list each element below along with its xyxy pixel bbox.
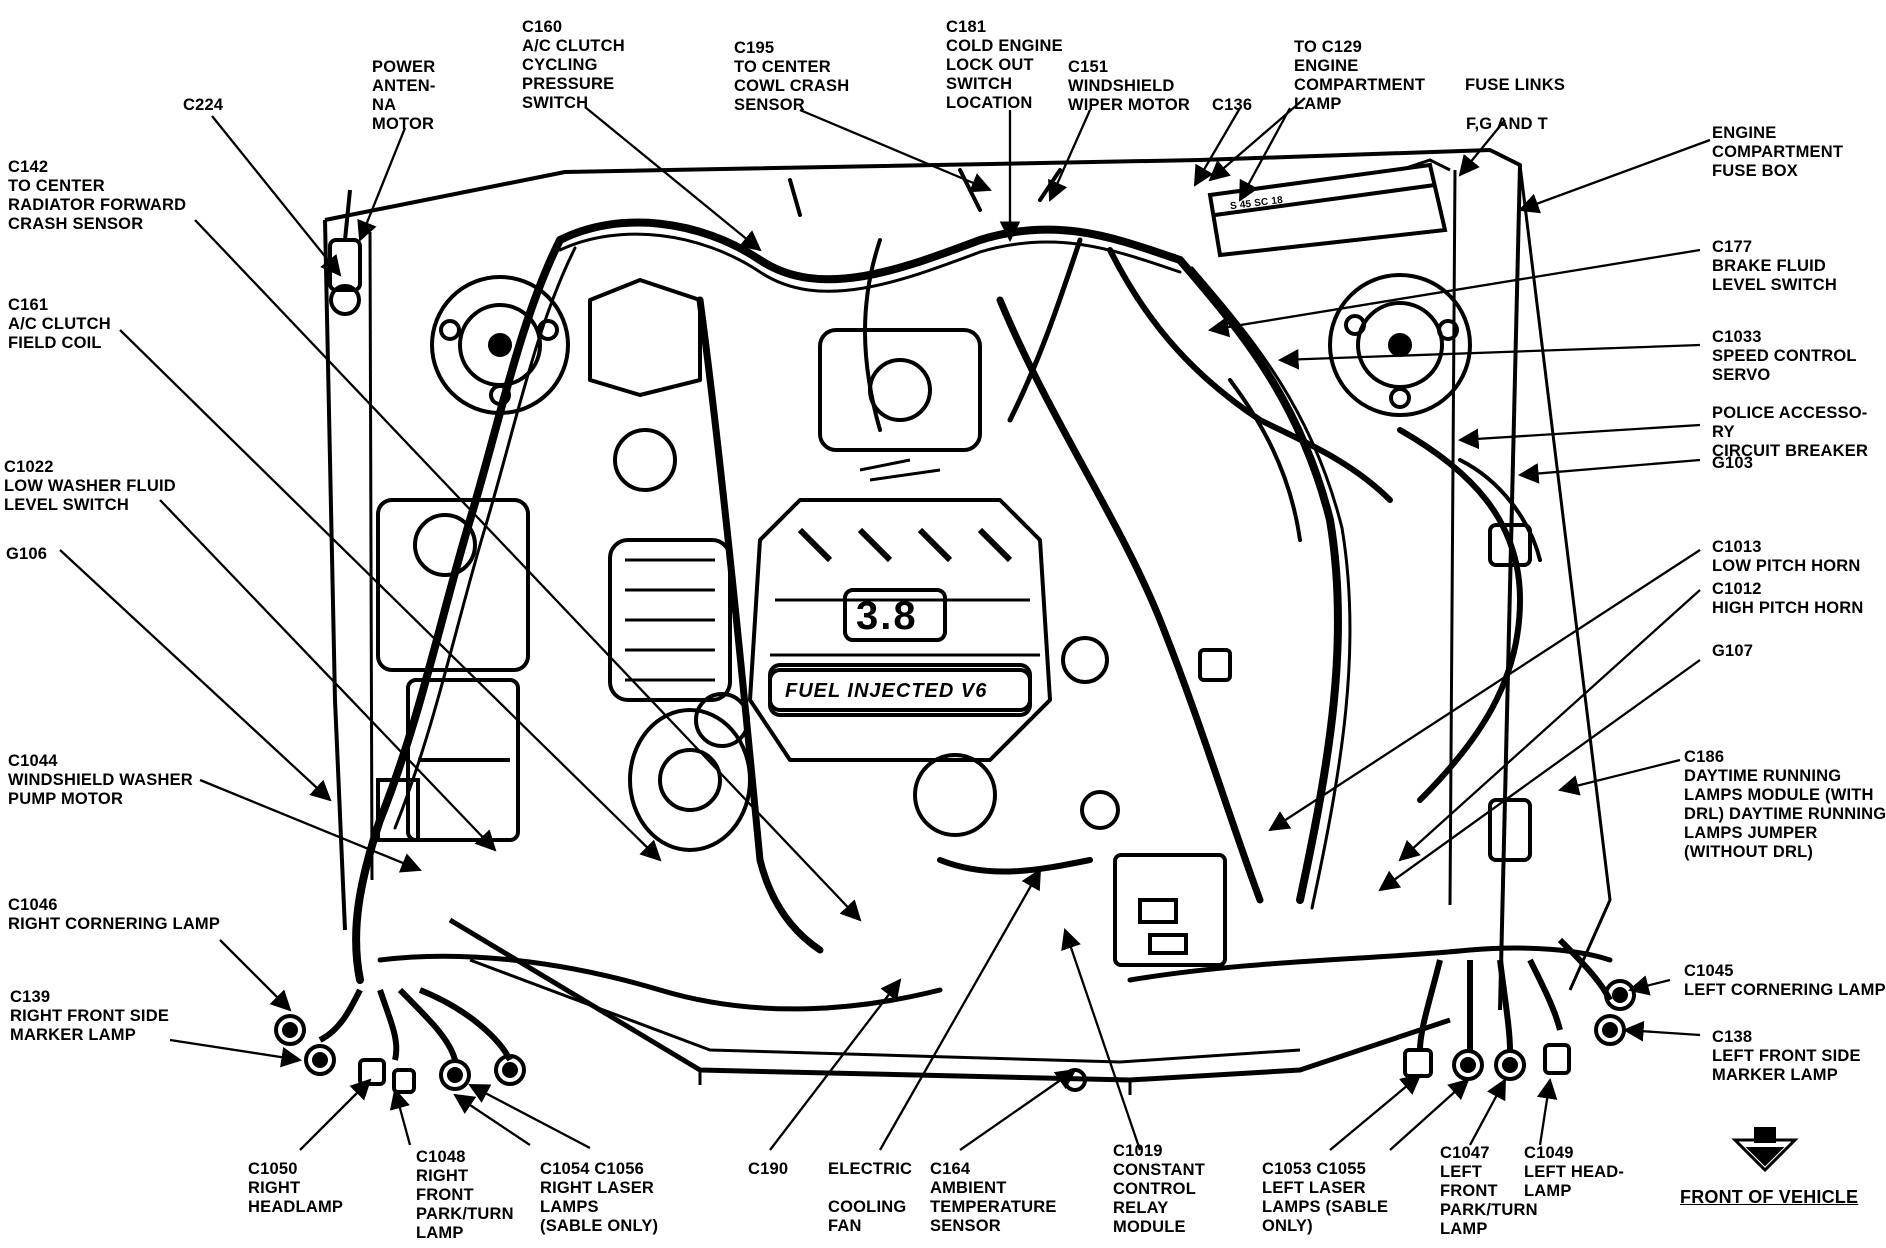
label-c161: C161 A/C CLUTCH FIELD COIL — [8, 296, 111, 352]
label-fgt: F,G AND T — [1466, 115, 1548, 133]
label-c1019: C1019 CONSTANT CONTROL RELAY MODULE — [1113, 1142, 1206, 1236]
label-c1048: C1048 RIGHT FRONT PARK/TURN LAMP — [416, 1148, 514, 1242]
label-c1054-c1056: C1054 C1056 RIGHT LASER LAMPS (SABLE ONL… — [540, 1160, 659, 1235]
label-c224: C224 — [183, 96, 224, 114]
label-c1022: C1022 LOW WASHER FLUID LEVEL SWITCH — [4, 458, 176, 514]
washer-reservoir — [376, 498, 530, 842]
label-front-of-vehicle: FRONT OF VEHICLE — [1680, 1187, 1859, 1207]
label-c1012: C1012 HIGH PITCH HORN — [1712, 580, 1864, 617]
label-c1050: C1050 RIGHT HEADLAMP — [248, 1160, 344, 1216]
label-c1049: C1049 LEFT HEAD- LAMP — [1524, 1144, 1625, 1200]
label-c136: C136 — [1212, 96, 1253, 114]
label-c1013: C1013 LOW PITCH HORN — [1712, 538, 1861, 575]
label-c1053-c1055: C1053 C1055 LEFT LASER LAMPS (SABLE ONLY… — [1262, 1160, 1389, 1235]
label-c1033: C1033 SPEED CONTROL SERVO — [1712, 328, 1857, 384]
wire-harness — [352, 168, 1613, 1012]
label-electric-cooling-fan: ELECTRIC COOLING FAN — [828, 1160, 913, 1235]
label-c142: C142 TO CENTER RADIATOR FORWARD CRASH SE… — [8, 158, 187, 233]
relay-module-drawing — [1113, 853, 1227, 967]
strut-tower-left — [1328, 273, 1472, 417]
label-c195: C195 TO CENTER COWL CRASH SENSOR — [734, 39, 850, 114]
label-c139: C139 RIGHT FRONT SIDE MARKER LAMP — [10, 988, 170, 1044]
engine-badge — [768, 588, 1032, 712]
horn-parts — [1063, 523, 1532, 1092]
label-c1044: C1044 WINDSHIELD WASHER PUMP MOTOR — [8, 752, 193, 808]
leader-lines — [59, 97, 1711, 1151]
front-arrow-icon — [1731, 1127, 1799, 1173]
label-police-accessory: POLICE ACCESSO- RY CIRCUIT BREAKER — [1712, 404, 1869, 460]
fuse-box-drawing — [1207, 158, 1451, 258]
label-c164: C164 AMBIENT TEMPERATURE SENSOR — [930, 1160, 1057, 1235]
engine-block — [588, 278, 1120, 852]
label-g106: G106 — [6, 545, 48, 563]
label-c151: C151 WINDSHIELD WIPER MOTOR — [1068, 58, 1190, 114]
label-c1045: C1045 LEFT CORNERING LAMP — [1684, 962, 1886, 999]
compartment-outline — [323, 148, 1612, 1095]
label-c181: C181 COLD ENGINE LOCK OUT SWITCH LOCATIO… — [946, 18, 1063, 112]
label-power-antenna-motor: POWER ANTEN- NA MOTOR — [372, 58, 436, 133]
label-c138: C138 LEFT FRONT SIDE MARKER LAMP — [1712, 1028, 1861, 1084]
label-c177: C177 BRAKE FLUID LEVEL SWITCH — [1712, 238, 1837, 294]
strut-tower-right — [430, 275, 570, 415]
label-c190: C190 — [748, 1160, 789, 1178]
engine-plate-text: FUEL INJECTED V6 — [785, 680, 988, 702]
label-c129: TO C129 ENGINE COMPARTMENT LAMP — [1294, 38, 1426, 113]
label-c1046: C1046 RIGHT CORNERING LAMP — [8, 896, 221, 933]
left-lamp-connectors — [1403, 937, 1636, 1081]
label-g107: G107 — [1712, 642, 1754, 660]
label-c186: C186 DAYTIME RUNNING LAMPS MODULE (WITH … — [1684, 748, 1886, 861]
label-fuse-box: ENGINE COMPARTMENT FUSE BOX — [1712, 124, 1844, 180]
label-fuse-links: FUSE LINKS — [1465, 76, 1566, 94]
right-lamp-connectors — [274, 987, 526, 1094]
label-g103: G103 — [1712, 454, 1754, 472]
power-antenna-drawing — [328, 189, 362, 316]
engine-displacement-badge: 3.8 — [856, 594, 918, 638]
label-c1047: C1047 LEFT FRONT PARK/TURN LAMP — [1440, 1144, 1538, 1238]
label-c160: C160 A/C CLUTCH CYCLING PRESSURE SWITCH — [522, 18, 625, 112]
